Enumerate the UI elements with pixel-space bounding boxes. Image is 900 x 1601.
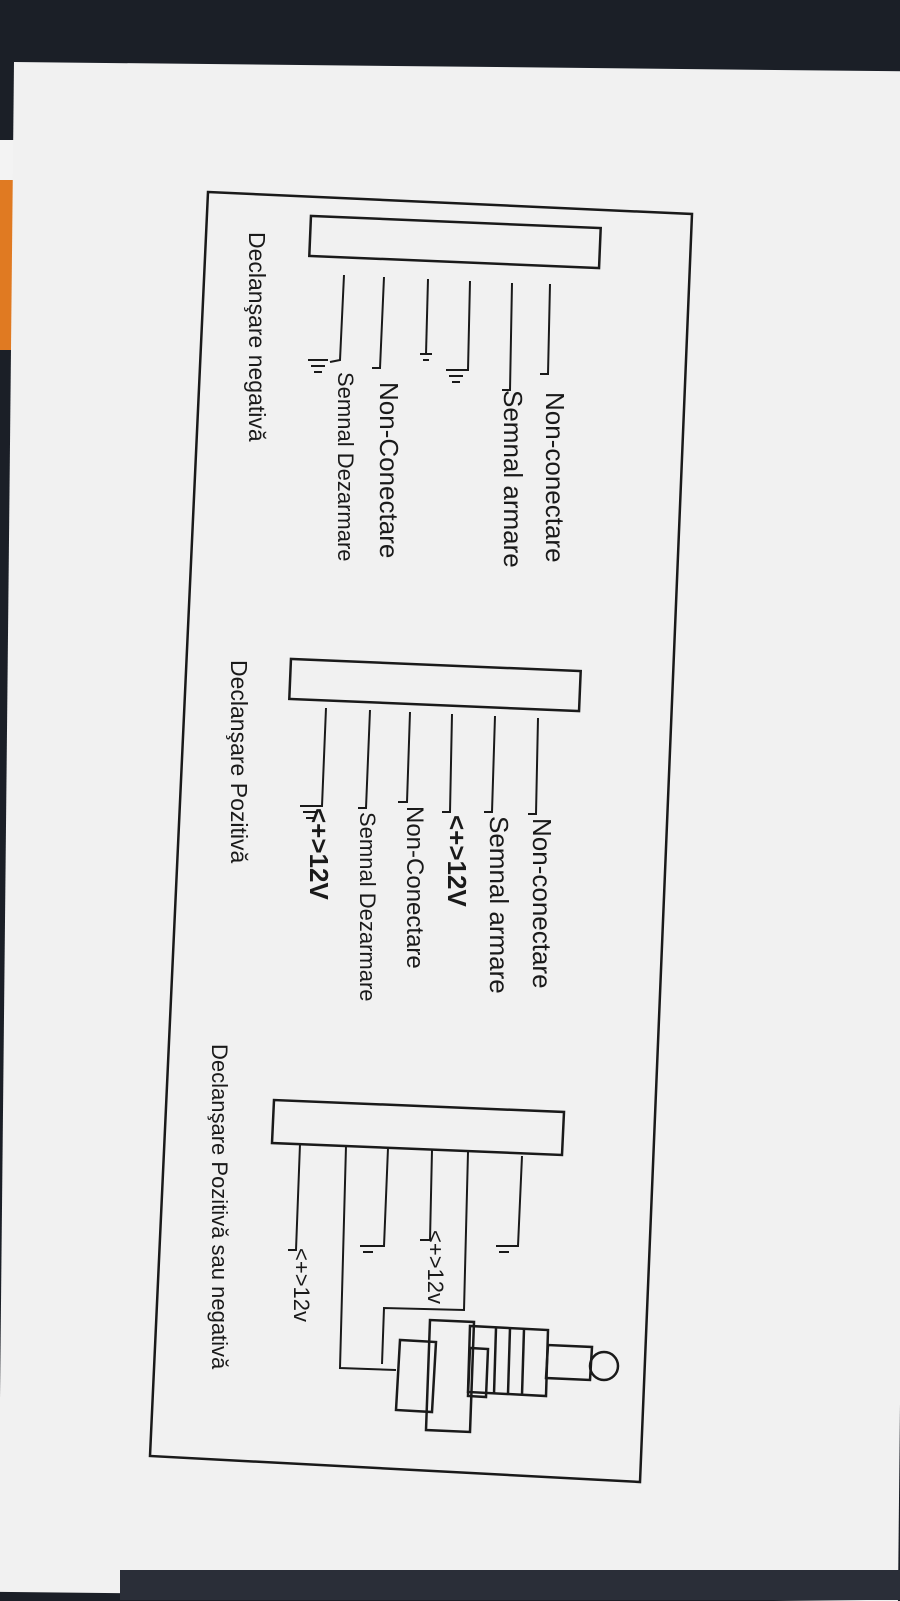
- label-non-conectare-3: Non-conectare: [527, 818, 557, 989]
- label-plus-12v-4: <+>12v: [289, 1248, 314, 1323]
- label-semnal-dezarmare-2: Semnal Dezarmare: [355, 812, 380, 1002]
- connector-negative-wires: [308, 274, 551, 391]
- caption-positive-or-negative: Declanşare Pozitivă sau negativă: [207, 1044, 232, 1370]
- caption-negative: Declanşare negativă: [244, 232, 270, 442]
- label-non-conectare-4: Non-Conectare: [401, 806, 428, 969]
- label-plus-12v-2: <+>12V: [304, 808, 334, 900]
- label-non-conectare-1: Non-conectare: [540, 392, 570, 563]
- connector-bottom-box: [270, 1098, 566, 1157]
- label-plus-12v-3: <+>12v: [423, 1230, 448, 1305]
- label-plus-12v-1: <+>12V: [442, 815, 472, 907]
- connector-negative: [307, 214, 603, 270]
- ignition-lock-drawing: [394, 1318, 620, 1434]
- background-bottom: [120, 1570, 900, 1600]
- caption-positive: Declanşare Pozitivă: [226, 660, 252, 864]
- connector-positive: [287, 657, 583, 713]
- label-non-conectare-2: Non-Conectare: [374, 382, 404, 559]
- label-semnal-armare-1: Semnal armare: [498, 390, 528, 568]
- diagram-frame: [148, 190, 694, 1484]
- connector-bottom-wires: [288, 1143, 523, 1371]
- label-semnal-armare-2: Semnal armare: [484, 816, 514, 994]
- label-semnal-dezarmare-1: Semnal Dezarmare: [333, 372, 358, 562]
- connector-positive-wires: [300, 707, 539, 819]
